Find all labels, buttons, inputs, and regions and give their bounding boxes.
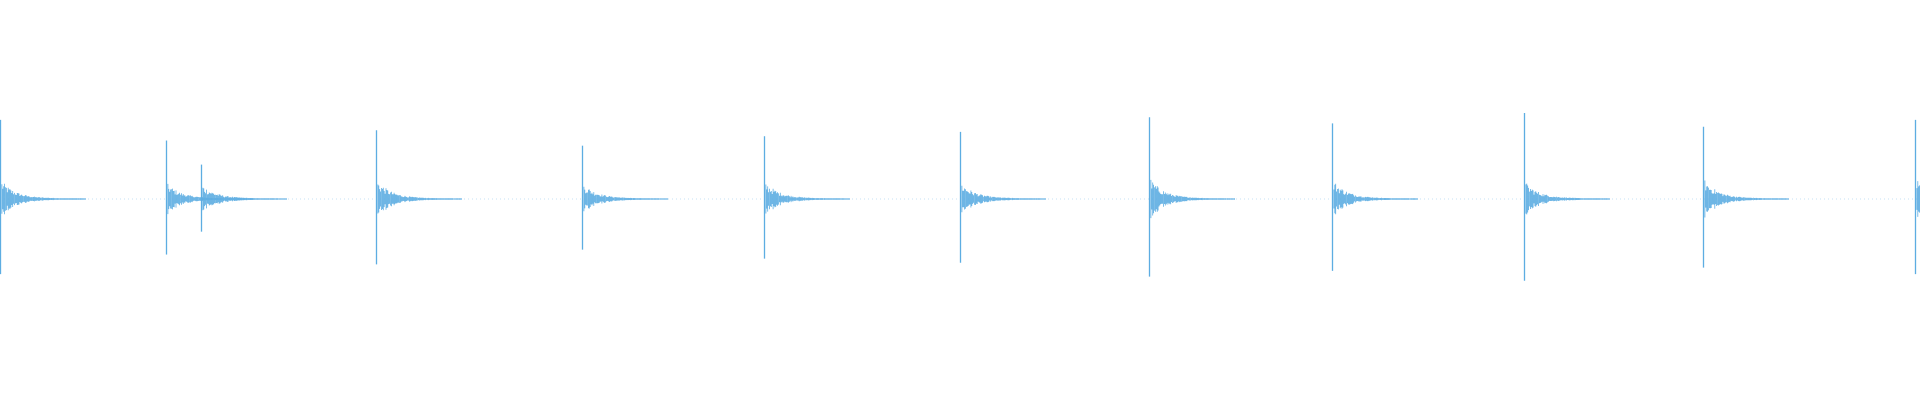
transient-tail	[1, 183, 86, 215]
waveform-transient	[1331, 123, 1418, 271]
waveform-transient	[1523, 113, 1610, 281]
transient-tail	[1704, 180, 1789, 218]
transient-tail	[377, 184, 462, 214]
waveform-transient	[1914, 119, 1920, 275]
transient-tail	[765, 184, 850, 214]
waveform-transient	[763, 136, 850, 259]
transient-tail	[202, 187, 287, 211]
waveform-transient	[959, 131, 1046, 263]
waveform-transient	[1702, 126, 1789, 268]
waveform-transient	[581, 145, 668, 250]
waveform-transient	[200, 164, 287, 232]
waveform-transient	[375, 130, 462, 265]
waveform-transient	[0, 119, 86, 275]
transient-tail	[1916, 181, 1920, 217]
transient-tail	[1150, 179, 1235, 219]
waveform-transient	[1148, 117, 1235, 277]
transient-tail	[961, 185, 1046, 213]
transient-tail	[1333, 183, 1418, 215]
transient-tail	[583, 186, 668, 212]
transient-tail	[1525, 183, 1610, 215]
